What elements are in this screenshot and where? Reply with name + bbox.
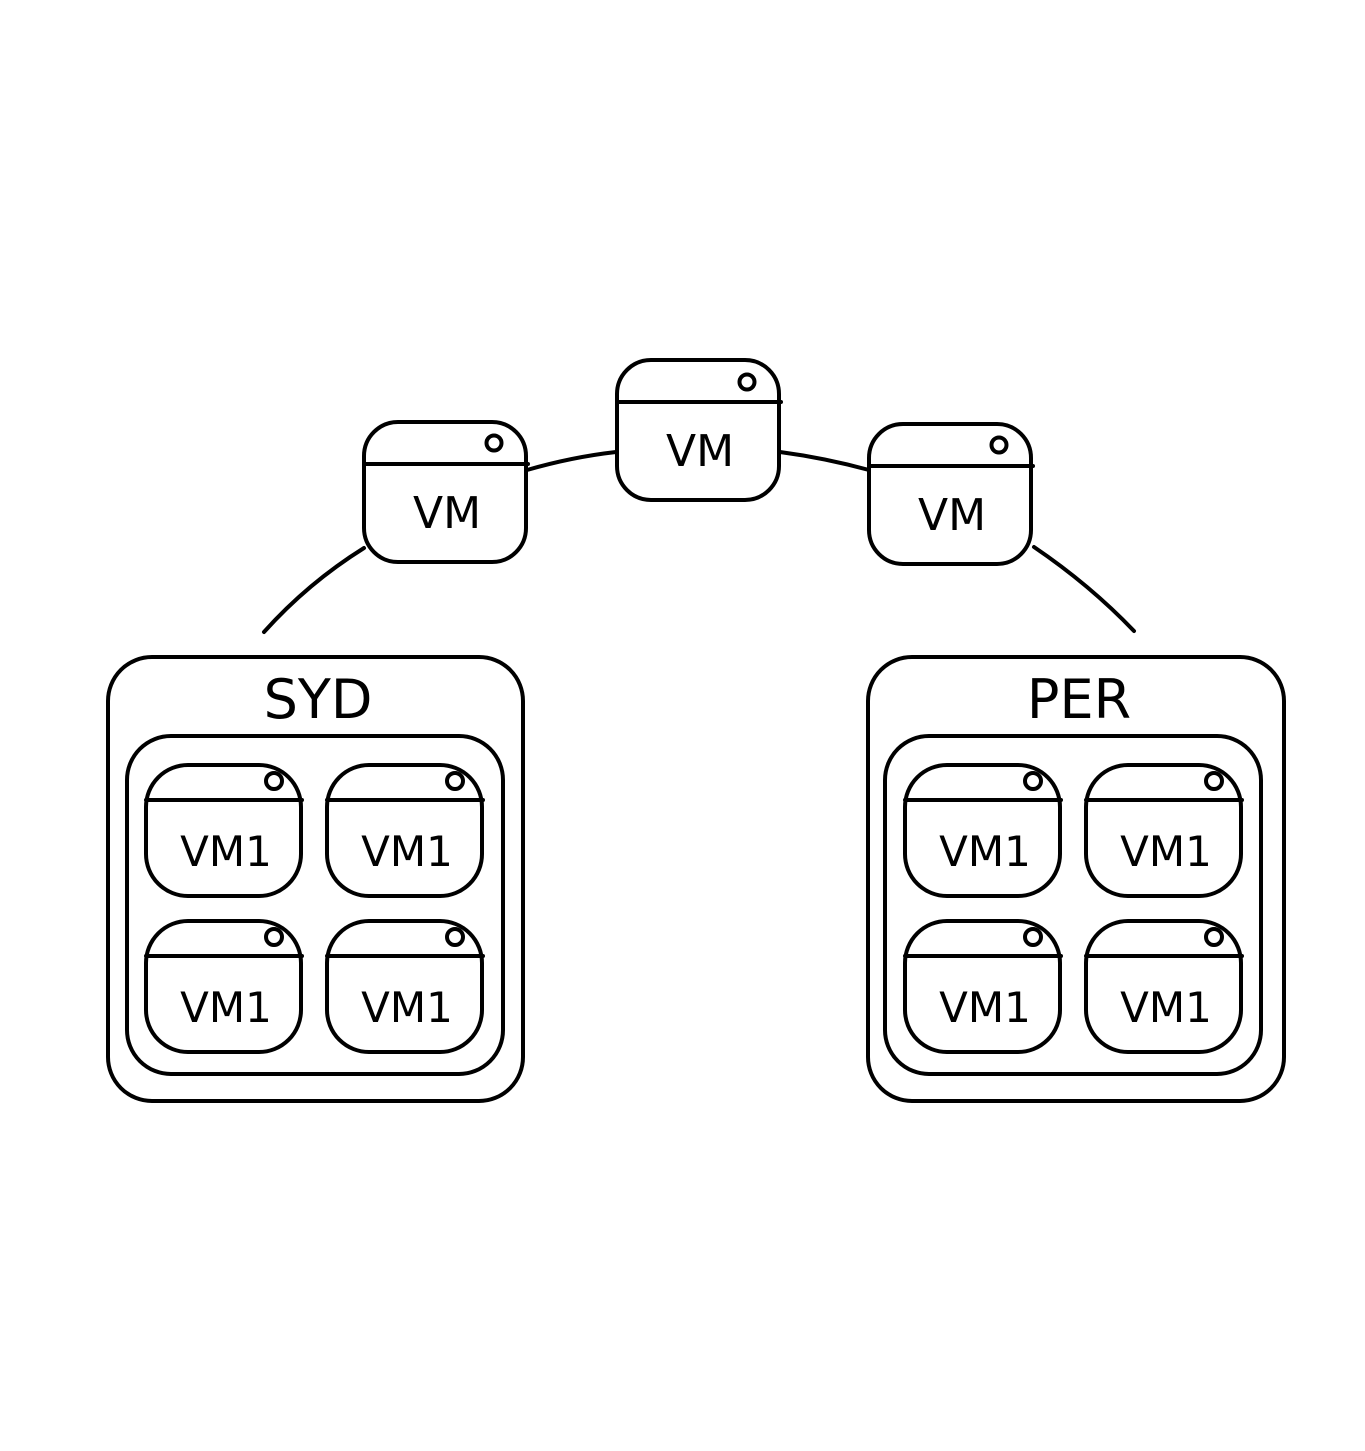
link-vm-center-to-vm-right (778, 450, 871, 472)
status-light-icon (1023, 771, 1043, 791)
vm-node-left: VM (362, 420, 530, 564)
vm1-node: VM1 (1084, 763, 1244, 898)
link-syd-to-vm-left (262, 546, 366, 634)
region-title: SYD (264, 668, 373, 731)
vm1-label: VM1 (1120, 983, 1212, 1032)
vm1-label: VM1 (1120, 827, 1212, 876)
vm1-label: VM1 (361, 983, 453, 1032)
vm-label: VM (666, 426, 734, 477)
vm1-node: VM1 (325, 919, 485, 1054)
status-light-icon (1204, 927, 1224, 947)
status-light-icon (989, 435, 1009, 455)
link-vm-right-to-per (1032, 545, 1136, 633)
region-title: PER (1027, 668, 1131, 731)
status-light-icon (264, 927, 284, 947)
vm-node-center: VM (615, 358, 783, 502)
vm1-node: VM1 (903, 763, 1063, 898)
region-syd: SYD VM1 VM1 VM1 VM1 (106, 655, 525, 1103)
vm1-label: VM1 (180, 983, 272, 1032)
vm1-label: VM1 (361, 827, 453, 876)
status-light-icon (737, 372, 757, 392)
vm1-node: VM1 (144, 763, 304, 898)
status-light-icon (484, 433, 504, 453)
vm1-node: VM1 (325, 763, 485, 898)
status-light-icon (445, 771, 465, 791)
vm1-node: VM1 (1084, 919, 1244, 1054)
vm-node-right: VM (867, 422, 1035, 566)
vm-label: VM (918, 490, 986, 541)
vm-label: VM (413, 488, 481, 539)
region-per: PER VM1 VM1 VM1 VM1 (866, 655, 1286, 1103)
vm1-label: VM1 (180, 827, 272, 876)
status-light-icon (1204, 771, 1224, 791)
vm1-node: VM1 (144, 919, 304, 1054)
vm1-label: VM1 (939, 827, 1031, 876)
status-light-icon (445, 927, 465, 947)
vm1-label: VM1 (939, 983, 1031, 1032)
status-light-icon (264, 771, 284, 791)
status-light-icon (1023, 927, 1043, 947)
vm1-node: VM1 (903, 919, 1063, 1054)
link-vm-left-to-vm-center (525, 450, 618, 472)
